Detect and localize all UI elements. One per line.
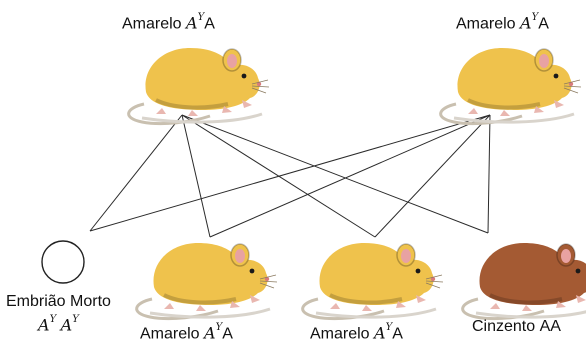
offspring-brown-label: Cinzento AA xyxy=(472,318,561,335)
parent-right-mouse xyxy=(438,46,583,126)
cross-line-p1-c0 xyxy=(89,114,491,232)
offspring-yellow-1-label: Amarelo AYA xyxy=(140,322,233,343)
cross-lines xyxy=(89,114,491,238)
cross-line-p0-c0 xyxy=(89,114,183,232)
parent-left-label: Amarelo AYA xyxy=(122,12,215,33)
cross-line-p1-c2 xyxy=(374,114,491,238)
offspring-mouse-yellow-1 xyxy=(134,241,279,321)
cross-line-p1-c1 xyxy=(209,114,491,238)
offspring-mouse-yellow-2 xyxy=(300,241,445,321)
dead-embryo-circle xyxy=(41,240,85,284)
cross-line-p1-c3 xyxy=(487,114,491,234)
parent-left-mouse xyxy=(126,46,271,126)
dead-embryo-label: Embrião Morto xyxy=(6,293,111,310)
parent-right-label: Amarelo AYA xyxy=(456,12,549,33)
offspring-yellow-2-label: Amarelo AYA xyxy=(310,322,403,343)
cross-line-p0-c1 xyxy=(181,114,211,238)
dead-embryo-genotype: AY AY xyxy=(38,314,79,335)
offspring-mouse-brown xyxy=(460,241,586,321)
cross-line-p0-c3 xyxy=(181,114,489,234)
